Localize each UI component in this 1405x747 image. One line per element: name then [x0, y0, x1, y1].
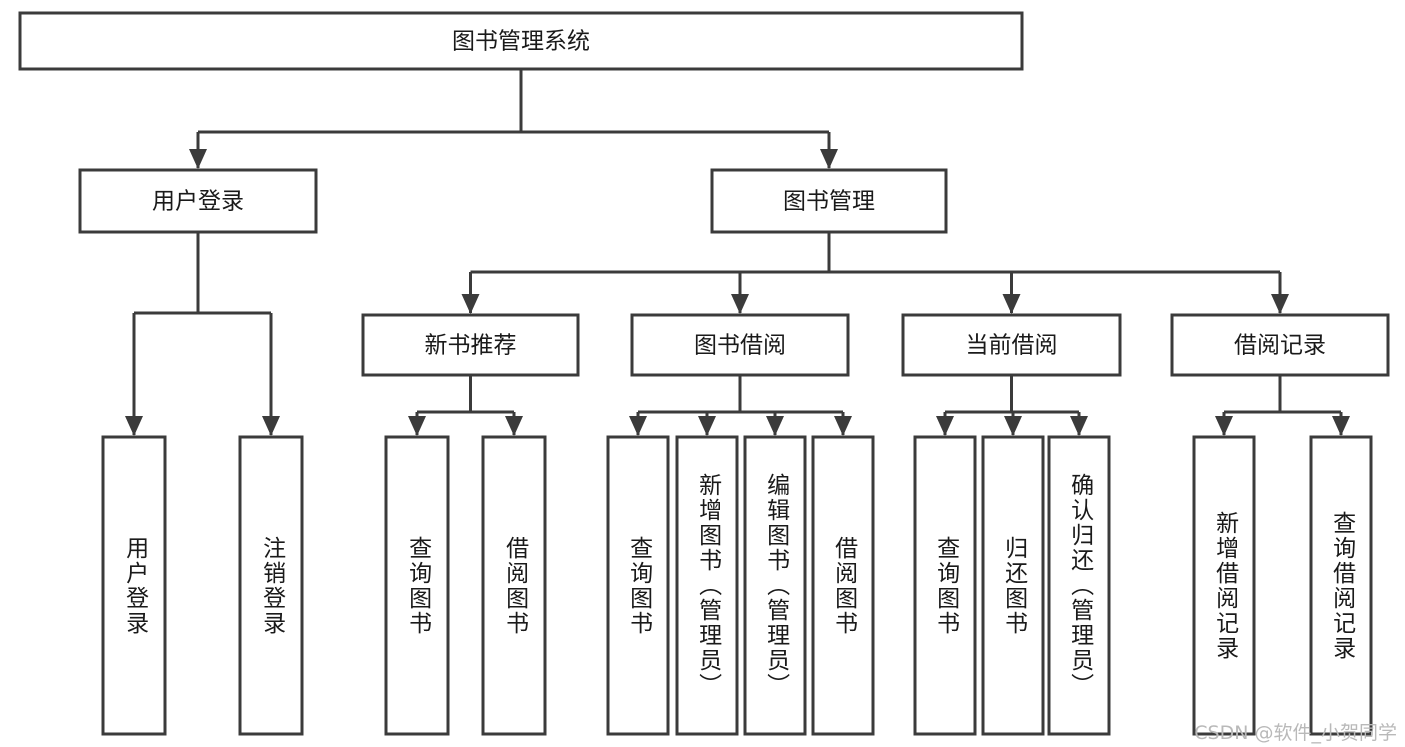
csdn-watermark: CSDN @软件_小贺同学 [1194, 722, 1397, 744]
level2-node-2-rect[interactable] [901, 313, 1122, 377]
level1-node-0-rect[interactable] [78, 168, 318, 234]
level2-node-3[interactable]: 借阅记录 [1170, 313, 1390, 377]
leaf-node-3-rect[interactable] [481, 435, 547, 736]
leaf-node-6-rect[interactable] [743, 435, 807, 736]
level2-node-2[interactable]: 当前借阅 [901, 313, 1122, 377]
root-node-label: 图书管理系统 [452, 29, 590, 55]
arrow-head-icon-leaf-2-1 [1004, 416, 1022, 436]
arrow-head-icon-l1-0 [189, 149, 207, 169]
leaf-node-9-rect[interactable] [981, 435, 1045, 736]
leaf-node-5-rect[interactable] [675, 435, 739, 736]
arrow-head-icon-l2-3 [1271, 294, 1289, 314]
level1-node-1[interactable]: 图书管理 [710, 168, 948, 234]
arrow-head-icon-leaf-1-0 [629, 416, 647, 436]
level2-node-0-rect[interactable] [361, 313, 580, 377]
arrow-head-icon-leaf-1-2 [766, 416, 784, 436]
arrow-head-icon-l1-1 [820, 149, 838, 169]
level1-node-1-rect[interactable] [710, 168, 948, 234]
leaf-node-2-rect[interactable] [384, 435, 450, 736]
arrow-head-icon-leaf-1-1 [698, 416, 716, 436]
level2-node-3-label: 借阅记录 [1234, 333, 1326, 359]
root-node-rect[interactable] [18, 11, 1024, 71]
level2-node-0[interactable]: 新书推荐 [361, 313, 580, 377]
leaf-node-10-rect[interactable] [1047, 435, 1111, 736]
level1-node-0[interactable]: 用户登录 [78, 168, 318, 234]
arrow-head-icon-leaf-0-0 [408, 416, 426, 436]
arrow-head-icon-user-leaf-1 [262, 416, 280, 436]
level2-node-1[interactable]: 图书借阅 [630, 313, 850, 377]
leaf-node-4-rect[interactable] [606, 435, 670, 736]
connector-layer [125, 69, 1350, 436]
leaf-node-1-rect[interactable] [238, 435, 304, 736]
level2-node-1-label: 图书借阅 [694, 333, 786, 359]
level1-node-1-label: 图书管理 [783, 189, 875, 215]
arrow-head-icon-l2-0 [461, 294, 480, 314]
leaf-node-0-rect[interactable] [101, 435, 167, 736]
leaf-node-11-rect[interactable] [1192, 435, 1256, 736]
leaf-node-12-rect[interactable] [1309, 435, 1373, 736]
arrow-head-icon-l2-2 [1002, 294, 1021, 314]
arrow-head-icon-leaf-2-0 [936, 416, 954, 436]
arrow-head-icon-leaf-0-1 [505, 416, 523, 436]
arrow-head-icon-leaf-2-2 [1070, 416, 1088, 436]
level2-node-1-rect[interactable] [630, 313, 850, 377]
leaf-node-8-rect[interactable] [913, 435, 977, 736]
arrow-head-icon-leaf-1-3 [834, 416, 852, 436]
arrow-head-icon-leaf-3-0 [1215, 416, 1233, 436]
level2-node-0-label: 新书推荐 [425, 333, 517, 359]
leaf-node-7-rect[interactable] [811, 435, 875, 736]
level1-node-0-label: 用户登录 [152, 189, 244, 215]
arrow-head-icon-l2-1 [731, 294, 749, 314]
root-node[interactable]: 图书管理系统 [18, 11, 1024, 71]
level2-node-2-label: 当前借阅 [966, 333, 1058, 359]
level2-node-3-rect[interactable] [1170, 313, 1390, 377]
arrow-head-icon-leaf-3-1 [1332, 416, 1350, 436]
arrow-head-icon-user-leaf-0 [125, 416, 143, 436]
